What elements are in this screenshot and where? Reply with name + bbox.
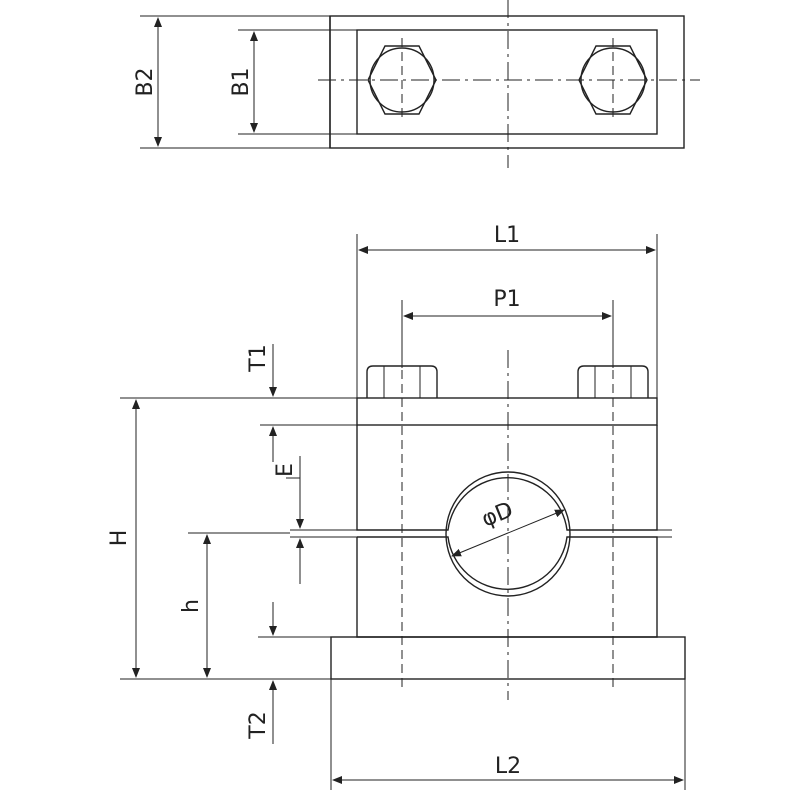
dim-label-p1: P1	[493, 287, 520, 312]
top-view: B2 B1	[133, 0, 700, 168]
dim-label-e: E	[273, 463, 298, 477]
dim-label-h-upper: H	[107, 530, 132, 547]
dim-label-t2: T2	[246, 711, 271, 739]
dim-label-l2: L2	[495, 754, 521, 779]
hex-nut-icon	[366, 365, 438, 398]
hex-bolt-icon	[367, 38, 437, 122]
dim-label-b1: B1	[229, 67, 254, 96]
hex-bolt-icon	[578, 38, 648, 122]
dim-label-h-lower: h	[179, 599, 204, 613]
dim-label-phi-d: φD	[478, 497, 517, 532]
hex-nut-icon	[577, 365, 649, 398]
dim-label-b2: B2	[133, 67, 158, 96]
dim-label-t1: T1	[246, 344, 271, 372]
dim-label-l1: L1	[494, 223, 520, 248]
front-view: L1 P1	[107, 223, 686, 790]
